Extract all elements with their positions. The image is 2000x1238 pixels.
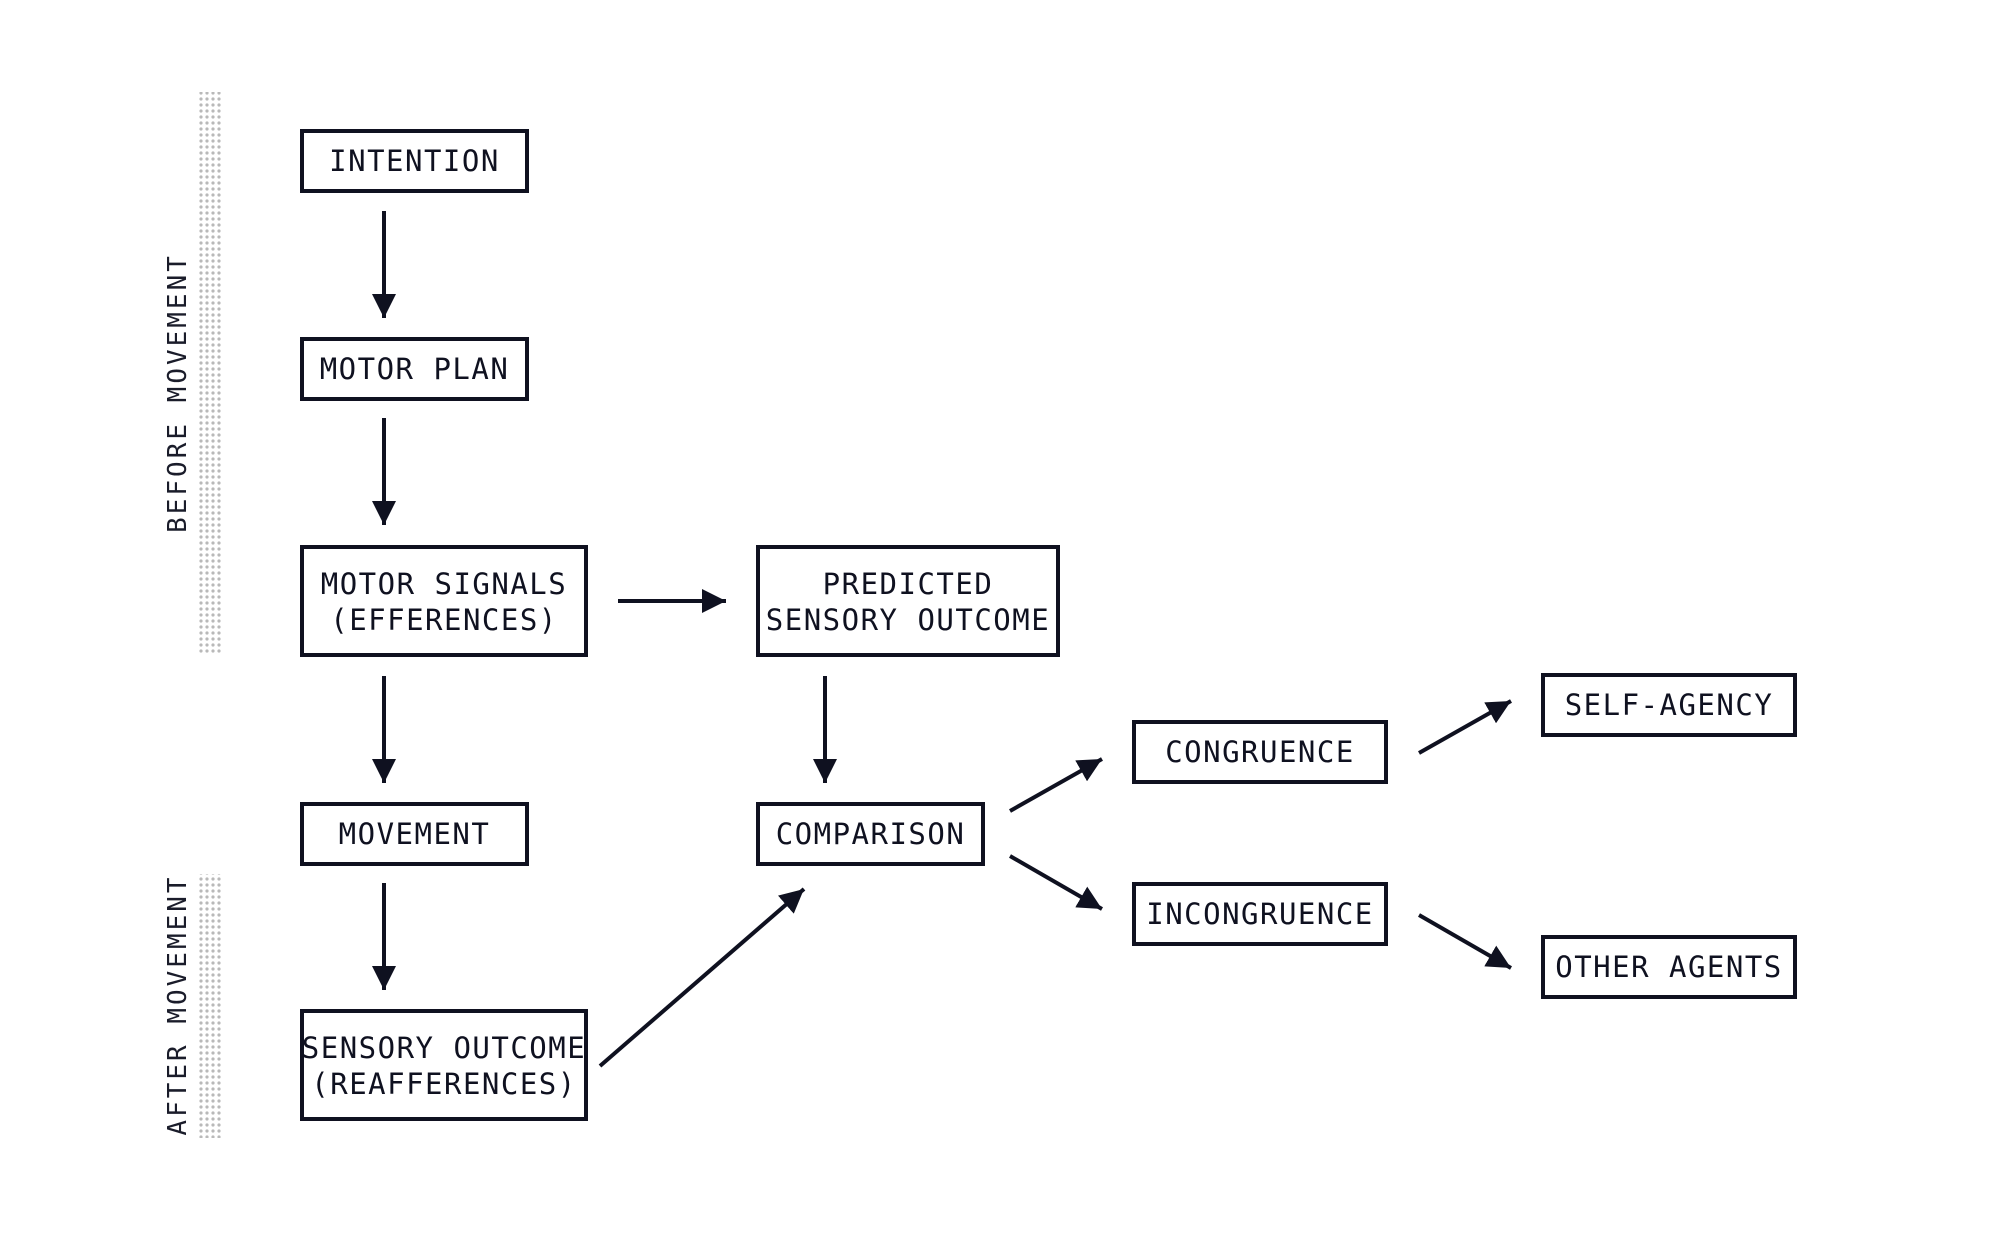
- edge-comparison-to-incongruence: [1009, 854, 1103, 911]
- node-motor-signals-line-2: (EFFERENCES): [330, 603, 558, 637]
- node-motor-plan: MOTOR PLAN: [300, 337, 529, 401]
- node-intention-label: INTENTION: [329, 144, 500, 178]
- node-sensory-outcome-line-1: SENSORY OUTCOME: [302, 1031, 586, 1065]
- node-incongruence-label: INCONGRUENCE: [1146, 897, 1374, 931]
- node-motor-plan-label: MOTOR PLAN: [320, 352, 510, 386]
- node-other-agents-label: OTHER AGENTS: [1555, 950, 1783, 984]
- node-congruence-label: CONGRUENCE: [1165, 735, 1355, 769]
- edge-sensory-outcome-to-comparison: [598, 887, 806, 1068]
- after-movement-label: AFTER MOVEMENT: [163, 874, 193, 1135]
- edge-congruence-to-self-agency: [1418, 699, 1512, 755]
- node-self-agency: SELF-AGENCY: [1541, 673, 1797, 737]
- node-sensory-outcome-line-2: (REAFFERENCES): [311, 1067, 576, 1101]
- node-comparison: COMPARISON: [756, 802, 985, 866]
- after-movement-bar: [199, 874, 221, 1138]
- node-motor-signals: MOTOR SIGNALS (EFFERENCES): [300, 545, 588, 657]
- node-predicted-line-1: PREDICTED: [823, 567, 994, 601]
- node-other-agents: OTHER AGENTS: [1541, 935, 1797, 999]
- node-motor-signals-line-1: MOTOR SIGNALS: [321, 567, 567, 601]
- node-movement-label: MOVEMENT: [339, 817, 491, 851]
- node-intention: INTENTION: [300, 129, 529, 193]
- before-movement-label: BEFORE MOVEMENT: [163, 253, 193, 533]
- node-predicted-line-2: SENSORY OUTCOME: [766, 603, 1050, 637]
- edge-incongruence-to-other-agents: [1418, 913, 1512, 970]
- before-movement-bar: [199, 92, 221, 653]
- node-movement: MOVEMENT: [300, 802, 529, 866]
- node-congruence: CONGRUENCE: [1132, 720, 1388, 784]
- node-predicted-sensory-outcome: PREDICTED SENSORY OUTCOME: [756, 545, 1060, 657]
- node-sensory-outcome: SENSORY OUTCOME (REAFFERENCES): [300, 1009, 588, 1121]
- node-incongruence: INCONGRUENCE: [1132, 882, 1388, 946]
- node-self-agency-label: SELF-AGENCY: [1565, 688, 1774, 722]
- node-comparison-label: COMPARISON: [776, 817, 966, 851]
- edge-comparison-to-congruence: [1009, 757, 1103, 813]
